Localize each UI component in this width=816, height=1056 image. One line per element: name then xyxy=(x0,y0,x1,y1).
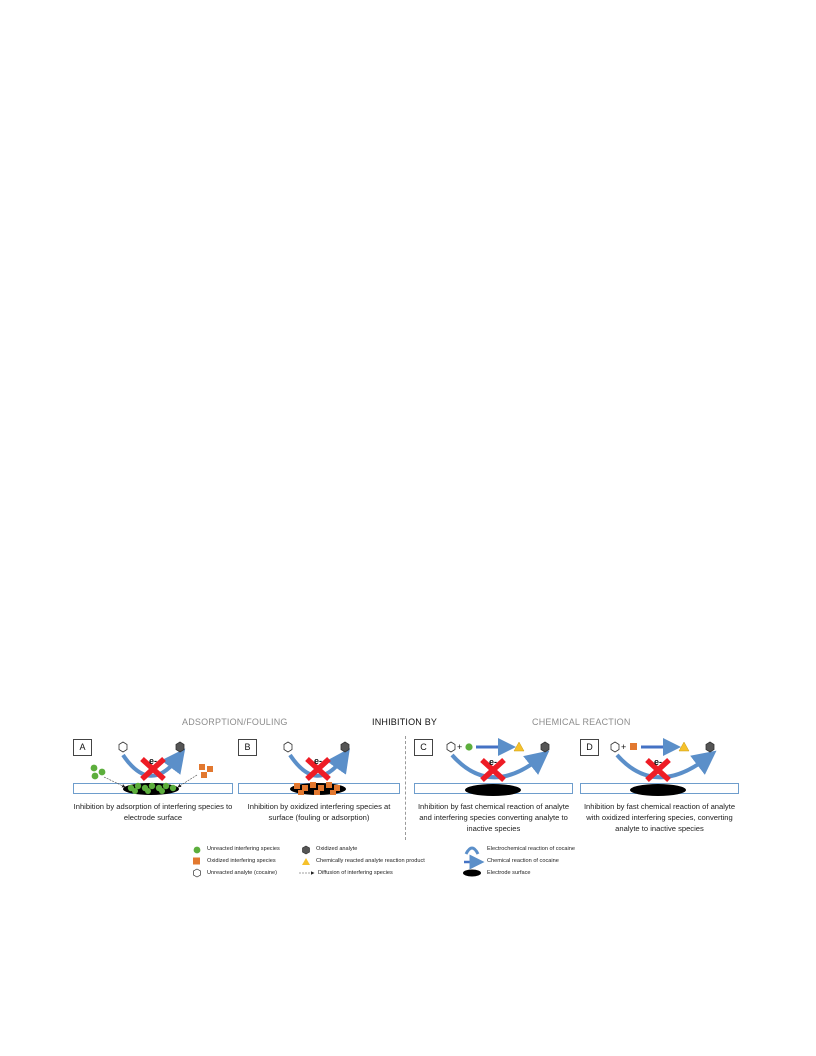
electron-label: e- xyxy=(489,757,497,767)
legend-yellow-triangle-icon xyxy=(302,858,310,865)
panel-d-caption: Inhibition by fast chemical reaction of … xyxy=(583,802,736,833)
panel-a-label: A xyxy=(73,739,92,756)
panel-a-diagram: e- xyxy=(90,741,213,795)
diffusion-arrow-icon xyxy=(103,776,126,788)
electron-label: e- xyxy=(654,757,662,767)
reaction-product-icon xyxy=(678,741,690,752)
oxidized-analyte-icon xyxy=(705,741,715,753)
legend-electrode-surface: Electrode surface xyxy=(487,870,531,876)
legend-chemical-reaction: Chemical reaction of cocaine xyxy=(487,858,559,864)
panel-b-caption: Inhibition by oxidized interfering speci… xyxy=(247,802,391,822)
electron-label: e- xyxy=(314,756,322,766)
header-inhibition-by: INHIBITION BY xyxy=(372,717,438,727)
legend-icons xyxy=(193,845,485,878)
oxidized-analyte-icon xyxy=(340,741,350,753)
legend-unreacted-interfering: Unreacted interfering species xyxy=(207,846,280,852)
electron-label: e- xyxy=(149,756,157,766)
oxidized-interfering-icon xyxy=(630,743,637,750)
electrochemical-arrow-icon xyxy=(450,750,550,780)
free-orange-species xyxy=(199,764,213,778)
legend-unreacted-analyte: Unreacted analyte (cocaine) xyxy=(207,870,277,876)
section-divider xyxy=(405,736,406,840)
electrode-surface-icon xyxy=(465,784,521,796)
legend-diffusion: Diffusion of interfering species xyxy=(318,870,393,876)
legend-curved-arrow-icon xyxy=(464,846,480,855)
red-x-icon xyxy=(645,757,671,783)
legend-electrode-icon xyxy=(463,869,481,877)
legend-electrochemical-reaction: Electrochemical reaction of cocaine xyxy=(487,846,575,852)
panel-a-caption: Inhibition by adsorption of interfering … xyxy=(73,802,233,822)
panel-c-label: C xyxy=(414,739,433,756)
oxidized-analyte-icon xyxy=(540,741,550,753)
electrochemical-arrow-icon xyxy=(121,748,186,778)
panel-d-label: D xyxy=(580,739,599,756)
legend-oxidized-analyte: Oxidized analyte xyxy=(316,846,358,852)
red-x-icon xyxy=(480,757,506,783)
unreacted-interfering-icon xyxy=(465,743,473,751)
panel-b-diagram: e- xyxy=(283,741,350,795)
legend-reaction-product: Chemically reacted analyte reaction prod… xyxy=(316,858,425,864)
unreacted-analyte-icon xyxy=(446,741,456,753)
electrochemical-arrow-icon xyxy=(288,748,350,778)
reaction-product-icon xyxy=(513,741,525,752)
unreacted-analyte-icon xyxy=(118,741,128,753)
adsorbed-orange-species xyxy=(294,782,340,795)
header-adsorption-fouling: ADSORPTION/FOULING xyxy=(182,717,288,727)
unreacted-analyte-icon xyxy=(610,741,620,753)
diffusion-arrow-icon xyxy=(177,774,198,788)
header-chemical-reaction: CHEMICAL REACTION xyxy=(532,717,631,727)
legend-oxidized-interfering: Oxidized interfering species xyxy=(207,858,276,864)
electrode-surface-icon xyxy=(630,784,686,796)
red-x-icon xyxy=(305,756,331,782)
red-x-icon xyxy=(140,756,166,782)
plus-sign: + xyxy=(457,742,462,752)
electrochemical-arrow-icon xyxy=(615,750,717,780)
legend-green-circle-icon xyxy=(193,846,201,854)
panel-d-diagram: + e- xyxy=(610,738,717,796)
legend-orange-square-icon xyxy=(193,857,200,865)
legend-white-hexagon-icon xyxy=(193,868,201,878)
adsorbed-green-species xyxy=(127,782,177,794)
panel-c-diagram: + e- xyxy=(446,738,550,796)
panel-c-caption: Inhibition by fast chemical reaction of … xyxy=(417,802,570,833)
legend-dark-hexagon-icon xyxy=(302,845,310,855)
plus-sign: + xyxy=(621,742,626,752)
oxidized-analyte-icon xyxy=(175,741,185,753)
free-green-species xyxy=(90,764,106,780)
panel-b-label: B xyxy=(238,739,257,756)
unreacted-analyte-icon xyxy=(283,741,293,753)
